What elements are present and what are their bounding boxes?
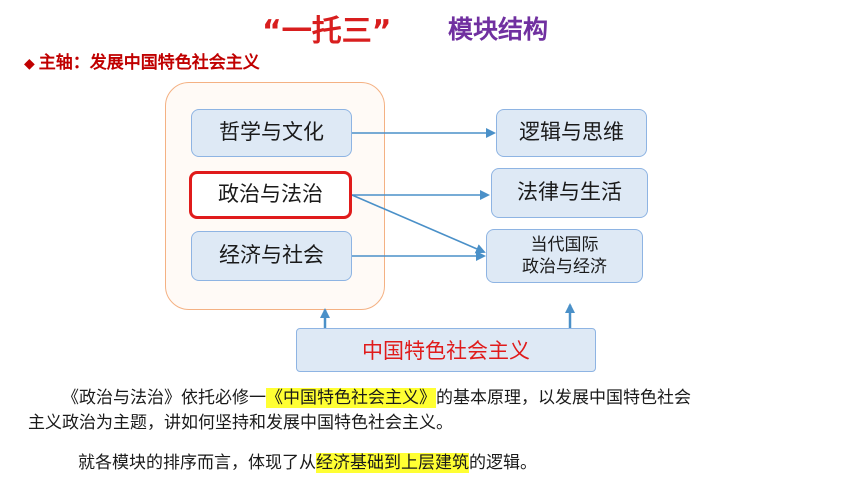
p2-text-b: 的逻辑。 [469, 453, 537, 473]
module-international-politics-economy: 当代国际 政治与经济 [486, 229, 643, 283]
module-law-life: 法律与生活 [491, 168, 648, 218]
module-politics-rule-of-law: 政治与法治 [189, 171, 352, 219]
paragraph-1-line-2: 主义政治为主题，讲如何坚持和发展中国特色社会主义。 [28, 413, 453, 433]
module-international-line1: 当代国际 [530, 234, 599, 255]
module-economy-society: 经济与社会 [191, 231, 352, 281]
module-logic-thinking: 逻辑与思维 [496, 109, 647, 157]
p2-text-a: 就各模块的排序而言，体现了从 [78, 453, 316, 473]
page-title: “一托三” 模块结构 [0, 4, 860, 49]
title-module-structure: 模块结构 [448, 15, 549, 44]
title-one-supports-three: “一托三” [262, 14, 392, 49]
subtitle: ◆主轴：发展中国特色社会主义 [24, 48, 260, 73]
p1-highlight: 《中国特色社会主义》 [266, 388, 436, 408]
foundation-socialism-chinese-characteristics: 中国特色社会主义 [296, 328, 596, 372]
paragraph-1-line-1: 《政治与法治》依托必修一《中国特色社会主义》的基本原理，以发展中国特色社会 [62, 386, 691, 410]
arrow-politics-to-international [351, 194, 486, 254]
module-philosophy-culture: 哲学与文化 [191, 109, 352, 157]
p1-text-b: 的基本原理，以发展中国特色社会 [436, 388, 691, 408]
diamond-bullet-icon: ◆ [24, 56, 35, 72]
p2-highlight: 经济基础到上层建筑 [316, 453, 469, 473]
module-international-line2: 政治与经济 [522, 257, 607, 277]
paragraph-2: 就各模块的排序而言，体现了从经济基础到上层建筑的逻辑。 [78, 451, 537, 475]
p1-text-a: 《政治与法治》依托必修一 [62, 388, 266, 408]
subtitle-text: 主轴：发展中国特色社会主义 [38, 53, 260, 73]
